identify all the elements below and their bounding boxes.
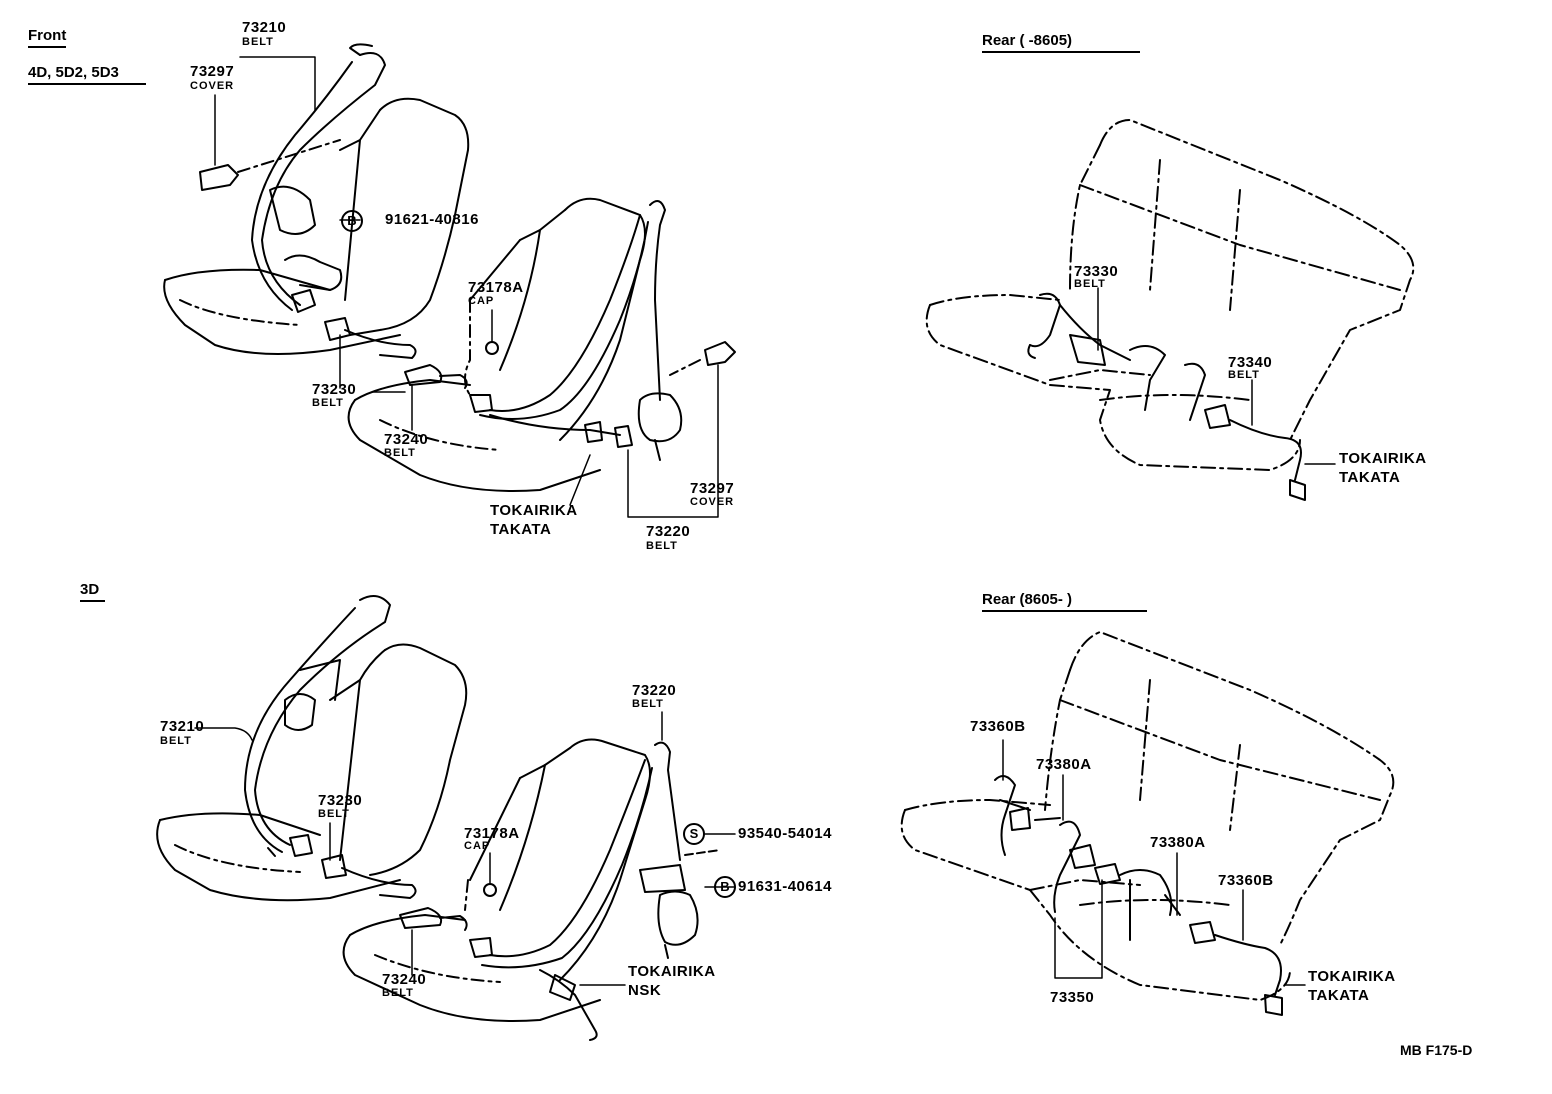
figure-code: MB F175-D xyxy=(1400,1042,1473,1058)
front-header: Front xyxy=(28,28,67,48)
rear-after-8605-illustration xyxy=(900,631,1395,1001)
front-part-73210: 73210 xyxy=(242,19,287,36)
three-door-part-73240-desc: BELT xyxy=(382,987,414,999)
front-part-73178a-desc: CAP xyxy=(468,295,495,307)
three-door-part-73220-desc: BELT xyxy=(632,698,664,710)
rear-after-maker-tokairika: TOKAIRIKA xyxy=(1308,968,1396,985)
front-part-73178a: 73178A xyxy=(468,279,524,296)
rear-after-header: Rear (8605- ) xyxy=(982,592,1147,612)
rear-before-leader-lines xyxy=(1097,287,1336,465)
three-door-part-73230-desc: BELT xyxy=(318,808,350,820)
front-leader-lines xyxy=(214,56,719,518)
three-door-part-73178a-desc: CAP xyxy=(464,840,491,852)
front-part-73220-desc: BELT xyxy=(646,540,678,552)
three-door-maker-nsk: NSK xyxy=(628,982,662,999)
three-door-part-73240: 73240 xyxy=(382,971,427,988)
front-maker-takata: TAKATA xyxy=(490,521,552,538)
rear-after-part-73380a-left: 73380A xyxy=(1036,756,1092,773)
front-seats-illustration xyxy=(163,43,736,492)
rear-before-part-73340: 73340 xyxy=(1228,354,1273,371)
three-door-part-73210: 73210 xyxy=(160,718,205,735)
three-door-maker-tokairika: TOKAIRIKA xyxy=(628,963,716,980)
front-part-73240: 73240 xyxy=(384,431,429,448)
rear-after-part-73360b-right: 73360B xyxy=(1218,872,1274,889)
three-door-seats-illustration xyxy=(156,595,721,1041)
front-bolt-91621-40816: 91621-40816 xyxy=(385,211,479,228)
front-part-73240-desc: BELT xyxy=(384,447,416,459)
three-door-part-73178a: 73178A xyxy=(464,825,520,842)
front-part-73297-right-desc: COVER xyxy=(690,496,735,508)
front-part-73297-right: 73297 xyxy=(690,480,735,497)
front-part-73297-left: 73297 xyxy=(190,63,235,80)
three-door-leader-lines xyxy=(194,711,736,986)
rear-after-part-73350: 73350 xyxy=(1050,989,1095,1006)
screw-symbol-s: S xyxy=(683,823,705,845)
rear-before-part-73330-desc: BELT xyxy=(1074,278,1106,290)
rear-before-part-73330: 73330 xyxy=(1074,263,1119,280)
rear-before-maker-tokairika: TOKAIRIKA xyxy=(1339,450,1427,467)
front-models-header: 4D, 5D2, 5D3 xyxy=(28,65,146,85)
rear-after-part-73360b-left: 73360B xyxy=(970,718,1026,735)
rear-before-maker-takata: TAKATA xyxy=(1339,469,1401,486)
rear-before-belts xyxy=(1027,292,1306,501)
rear-after-leader-lines xyxy=(1002,739,1306,986)
front-part-73210-desc: BELT xyxy=(242,36,274,48)
bolt-symbol-b-3d: B xyxy=(714,876,736,898)
three-door-part-73210-desc: BELT xyxy=(160,735,192,747)
rear-before-header: Rear ( -8605) xyxy=(982,33,1140,53)
bolt-symbol-b: B xyxy=(341,210,363,232)
rear-after-maker-takata: TAKATA xyxy=(1308,987,1370,1004)
three-door-bolt-91631-40614: 91631-40614 xyxy=(738,878,832,895)
rear-before-8605-illustration xyxy=(925,119,1415,471)
front-part-73297-left-desc: COVER xyxy=(190,80,235,92)
front-maker-tokairika: TOKAIRIKA xyxy=(490,502,578,519)
front-part-73220: 73220 xyxy=(646,523,691,540)
front-part-73230: 73230 xyxy=(312,381,357,398)
three-door-part-73230: 73230 xyxy=(318,792,363,809)
rear-after-belts xyxy=(994,775,1283,1016)
three-door-part-73220: 73220 xyxy=(632,682,677,699)
three-door-header: 3D xyxy=(80,582,105,602)
front-part-73230-desc: BELT xyxy=(312,397,344,409)
three-door-screw-93540-54014: 93540-54014 xyxy=(738,825,832,842)
rear-after-part-73380a-right: 73380A xyxy=(1150,834,1206,851)
rear-before-part-73340-desc: BELT xyxy=(1228,369,1260,381)
